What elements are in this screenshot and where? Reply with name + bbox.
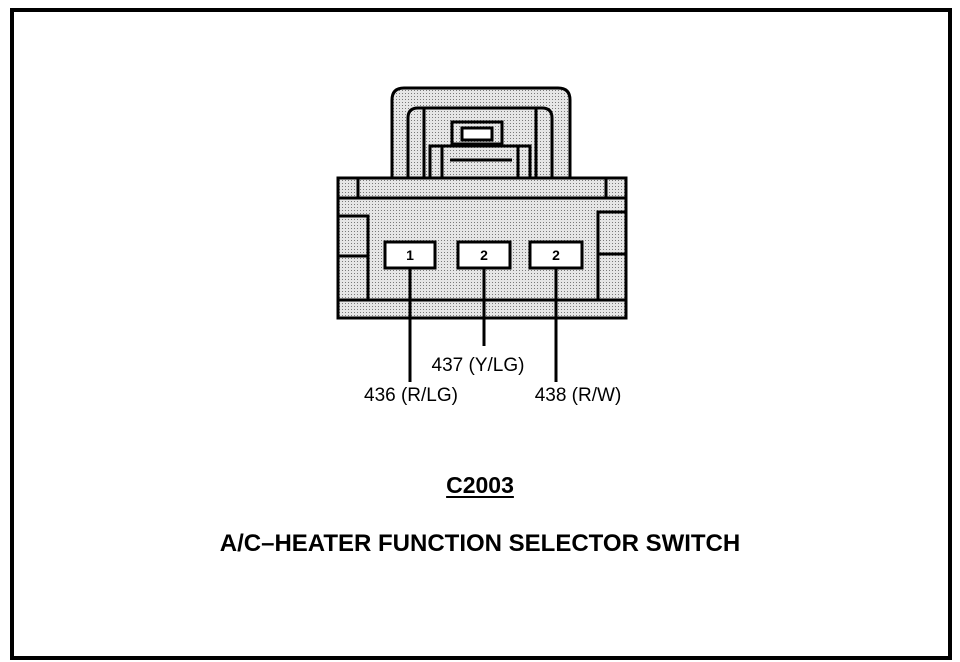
component-caption: A/C–HEATER FUNCTION SELECTOR SWITCH bbox=[219, 530, 741, 557]
connector-latch bbox=[390, 86, 572, 198]
pin-cavity-2: 2 bbox=[456, 240, 512, 270]
wire-label-437: 437 (Y/LG) bbox=[432, 355, 525, 376]
diagram-border bbox=[10, 8, 952, 660]
pin-cavity-3: 2 bbox=[528, 240, 584, 270]
pin-label-2: 2 bbox=[480, 247, 488, 263]
pin-label-3: 2 bbox=[552, 247, 560, 263]
wire-label-436: 436 (R/LG) bbox=[364, 385, 458, 406]
connector-id: C2003 bbox=[446, 472, 514, 498]
wire-label-438: 438 (R/W) bbox=[535, 385, 622, 406]
pin-label-1: 1 bbox=[406, 247, 414, 263]
pin-cavity-1: 1 bbox=[383, 240, 437, 270]
